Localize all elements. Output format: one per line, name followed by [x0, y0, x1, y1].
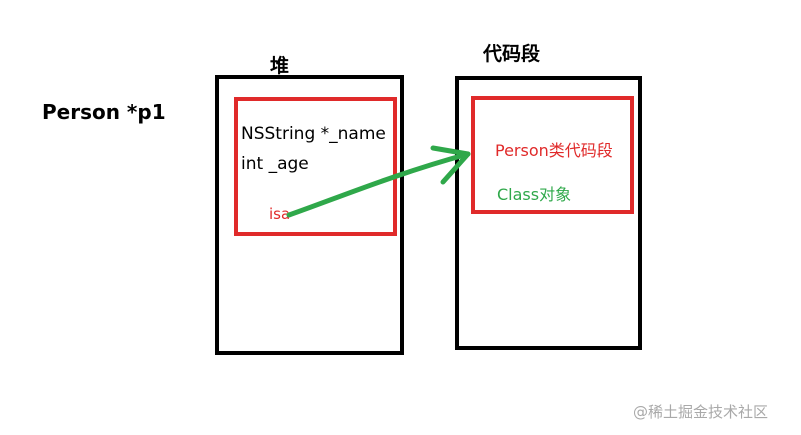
heap-title: 堆 [270, 55, 290, 77]
class-object-label: Class对象 [497, 185, 572, 204]
class-code-box [471, 96, 634, 214]
watermark-text: @稀土掘金技术社区 [633, 403, 769, 421]
field-age: int _age [241, 154, 309, 174]
isa-label: isa [269, 205, 291, 223]
class-code-label: Person类代码段 [495, 141, 613, 160]
pointer-label: Person *p1 [42, 100, 166, 124]
field-name: NSString *_name [241, 124, 386, 144]
code-segment-title: 代码段 [483, 43, 541, 65]
